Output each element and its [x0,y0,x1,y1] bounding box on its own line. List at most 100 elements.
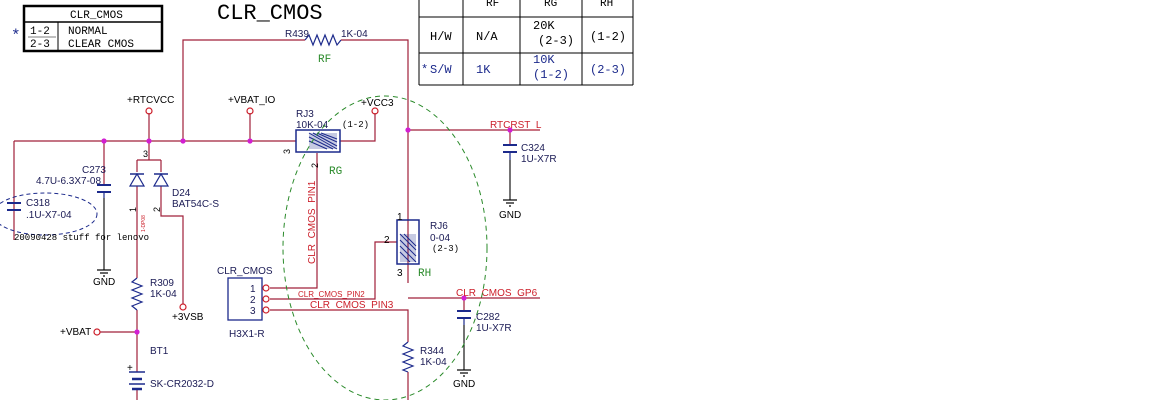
c282-value: 1U-X7R [476,323,512,334]
header-ref: H3X1-R [229,329,265,340]
c318-ref: C318 [26,198,50,209]
battery-bt1: BT1 SK-CR2032-D + [127,346,214,391]
table-row-sw-rf: 1K [476,63,491,77]
c273-ref: C273 [82,165,106,176]
table-row-sw-label: S/W [430,63,452,77]
net-3vsb: +3VSB [172,312,204,323]
d24-value: BAT54C-S [172,199,219,210]
rj6-pin1: 1 [397,212,403,223]
r439-ref: R439 [285,29,309,40]
ground-c324: GND [499,199,521,221]
table-row-sw-rg: 10K [533,53,555,67]
rj3-pin2: 2 [310,163,320,168]
net-pin2: CLR_CMOS_PIN2 [298,290,365,299]
table-header-rf: RF [486,0,499,10]
table-row-sw-rh: (2-3) [590,63,626,77]
resistor-r439: R439 1K-04 RF [285,29,368,66]
r439-tag: RF [318,54,331,66]
header-pin-2: 2 [250,295,256,306]
table-row-hw-rg: 20K [533,19,555,33]
header-pin-1: 1 [250,284,256,295]
ground-c282: GND [453,369,475,390]
capacitor-c282: C282 1U-X7R [457,310,512,334]
table-header-rg: RG [544,0,557,10]
rj6-pin3: 3 [397,268,403,279]
gnd-label-c324: GND [499,210,521,221]
c282-ref: C282 [476,312,500,323]
jumper-legend: CLR_CMOS 1-2 NORMAL 2-3 CLEAR CMOS * [11,4,164,53]
net-vcc3: +VCC3 [361,98,394,109]
table-row-sw-rg-sub: (1-2) [533,68,569,82]
net-clr-gp6: CLR_CMOS_GP6 [456,288,538,299]
c318-value: .1U-X7-04 [26,210,72,221]
rj3-ref: RJ3 [296,109,314,120]
rj3-pin3: 3 [282,149,292,154]
d24-pin3: 3 [143,149,148,159]
rj3-value: 10K-04 [296,120,329,131]
net-labels: +RTCVCC +VBAT_IO +VCC3 RTCRST_L CLR_CMOS… [60,95,542,338]
jumper-rj6: RJ6 0-04 (2-3) RH 1 2 3 [384,212,459,280]
r309-ref: R309 [150,278,174,289]
resistor-r309: R309 1K-04 [130,277,177,311]
capacitor-c273: C273 4.7U-6.3X7-08 [36,165,111,198]
ground-symbols: GND GND GND [93,199,521,390]
rj6-note: (2-3) [432,244,459,254]
rj6-value: 0-04 [430,233,450,244]
net-vbat-io: +VBAT_IO [228,95,276,106]
bt1-ref: BT1 [150,346,169,357]
r309-value: 1K-04 [150,289,177,300]
jumper-rj3: RJ3 10K-04 (1-2) RG 2 3 [282,109,369,178]
jumper-legend-desc-1: NORMAL [68,26,108,38]
jumper-legend-pins-2: 2-3 [30,39,50,51]
r439-value: 1K-04 [341,29,368,40]
ground-c273: GND [93,269,115,288]
table-row-hw-rg-sub: (2-3) [538,34,574,48]
capacitor-c318: C318 .1U-X7-04 20090428 stuff for lenovo [0,192,149,243]
diagram-title: CLR_CMOS [217,1,323,26]
table-row-hw-rf: N/A [476,30,498,44]
rj6-ref: RJ6 [430,221,448,232]
c324-ref: C324 [521,143,545,154]
resistor-r344: R344 1K-04 [401,341,447,373]
table-row-hw-label: H/W [430,30,452,44]
net-vbat: +VBAT [60,327,91,338]
net-pin3: CLR_CMOS_PIN3 [310,300,394,311]
gnd-label-c282: GND [453,379,475,390]
diode-d24: D24 BAT54C-S 3 1 2 1-DP08 [128,149,219,232]
jumper-legend-desc-2: CLEAR CMOS [68,39,134,51]
table-row-hw-rh: (1-2) [590,30,626,44]
net-rtcrst: RTCRST_L [490,120,542,131]
d24-pin2: 2 [152,207,162,212]
header-pin-3: 3 [250,306,256,317]
c273-value: 4.7U-6.3X7-08 [36,176,101,187]
highlight-ellipse [282,95,488,400]
gnd-label-c273: GND [93,277,115,288]
capacitor-c324: C324 1U-X7R [503,143,557,165]
c324-value: 1U-X7R [521,154,557,165]
header-title: CLR_CMOS [217,266,273,277]
net-rtcvcc: +RTCVCC [127,95,174,106]
jumper-legend-pins-1: 1-2 [30,26,50,38]
table-header-rh: RH [600,0,613,10]
c318-note: 20090428 stuff for lenovo [14,233,149,243]
config-table: RF RG RH H/W N/A 20K (2-3) (1-2) * S/W 1… [418,0,634,86]
header-clr-cmos: CLR_CMOS H3X1-R 1 2 3 [217,266,273,340]
bt1-plus: + [127,363,133,374]
table-row-sw-marker: * [421,63,428,77]
d24-pin1: 1 [128,207,138,212]
r344-ref: R344 [420,346,444,357]
rj3-note: (1-2) [342,120,369,130]
rj3-tag: RG [329,166,342,178]
bt1-value: SK-CR2032-D [150,379,214,390]
r344-value: 1K-04 [420,357,447,368]
d24-small-note: 1-DP08 [141,215,147,232]
rj6-pin2: 2 [384,235,390,246]
net-pin1: CLR_CMOS_PIN1 [307,180,318,264]
d24-ref: D24 [172,188,191,199]
jumper-legend-header: CLR_CMOS [70,10,123,22]
rj6-tag: RH [418,268,431,280]
junctions [101,127,513,335]
wires [13,39,540,400]
jumper-legend-marker: * [11,27,21,45]
